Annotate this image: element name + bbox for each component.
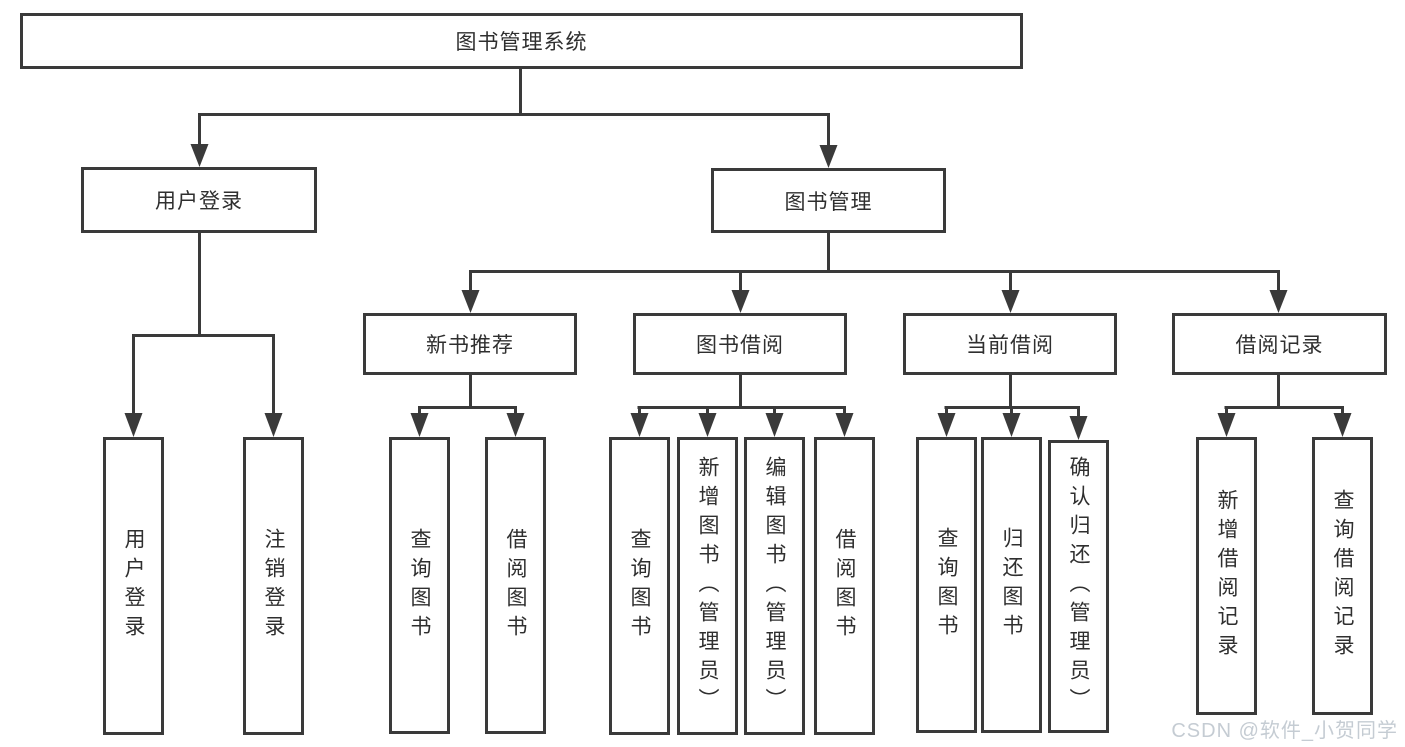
- connector-root-to-level2: [190, 68, 838, 168]
- leaf-current-return-books: 归还图书: [981, 437, 1042, 733]
- connector-current-to-leaves: [937, 374, 1088, 440]
- leaf-logout: 注销登录: [243, 437, 304, 735]
- node-new-book-recommend: 新书推荐: [363, 313, 577, 375]
- node-book-borrowing: 图书借阅: [633, 313, 847, 375]
- leaf-new-book-borrow-books: 借阅图书: [485, 437, 546, 734]
- leaf-current-confirm-return-admin: 确认归还（管理员）: [1048, 440, 1109, 733]
- connector-new-book-to-leaves: [410, 374, 525, 437]
- csdn-watermark: CSDN @软件_小贺同学: [1171, 720, 1398, 742]
- leaf-borrow-borrow-books: 借阅图书: [814, 437, 875, 735]
- leaf-current-query-books: 查询图书: [916, 437, 977, 733]
- node-book-management: 图书管理: [711, 168, 946, 233]
- connector-user-login-to-leaves: [124, 232, 283, 437]
- leaf-records-add-record: 新增借阅记录: [1196, 437, 1257, 715]
- leaf-borrow-edit-books-admin: 编辑图书（管理员）: [744, 437, 805, 735]
- leaf-new-book-query-books: 查询图书: [389, 437, 450, 734]
- connector-book-mgmt-to-level3: [461, 232, 1288, 313]
- node-root-library-system: 图书管理系统: [20, 13, 1023, 69]
- connector-records-to-leaves: [1217, 374, 1352, 437]
- node-current-borrowing: 当前借阅: [903, 313, 1117, 375]
- leaf-user-login: 用户登录: [103, 437, 164, 735]
- connector-borrow-to-leaves: [630, 374, 854, 437]
- leaf-records-query-record: 查询借阅记录: [1312, 437, 1373, 715]
- leaf-borrow-query-books: 查询图书: [609, 437, 670, 735]
- node-user-login: 用户登录: [81, 167, 317, 233]
- leaf-borrow-add-books-admin: 新增图书（管理员）: [677, 437, 738, 735]
- node-borrowing-records: 借阅记录: [1172, 313, 1387, 375]
